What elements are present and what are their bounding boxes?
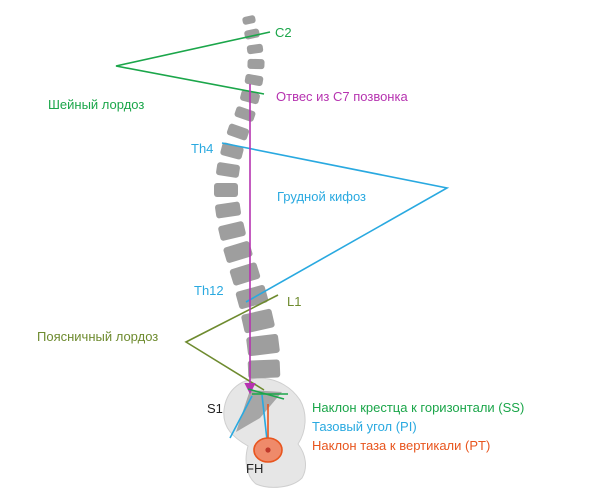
vertebra: [247, 359, 281, 379]
femoral-head-center: [265, 447, 271, 453]
c2-label: C2: [275, 25, 292, 40]
vertebra: [214, 183, 238, 197]
s1-label: S1: [207, 401, 223, 416]
lumbar-lordosis-lines: [184, 294, 279, 391]
pelvic-incidence-line-b: [229, 395, 253, 439]
vertebra: [242, 15, 256, 25]
vertebra: [247, 58, 265, 70]
sacrum-shape: [236, 390, 282, 432]
plumb-line-label: Отвес из С7 позвонка: [276, 89, 408, 104]
cervical-lordosis-label: Шейный лордоз: [48, 97, 145, 112]
pelvic-incidence-label: Тазовый угол (PI): [312, 419, 417, 434]
sacral-slope-endplate: [247, 388, 285, 400]
vertebra: [229, 262, 261, 286]
vertebra: [234, 106, 256, 122]
thoracic-kyphosis-lines: [221, 142, 450, 303]
cervical-lordosis-lines: [115, 31, 271, 95]
sacral-slope-label: Наклон крестца к горизонтали (SS): [312, 400, 525, 415]
thoracic-kyphosis-label: Грудной кифоз: [277, 189, 367, 204]
vertebra: [223, 241, 253, 263]
vertebra: [235, 285, 269, 309]
l1-label: L1: [287, 294, 302, 309]
vertebra: [215, 201, 241, 219]
vertebra: [246, 43, 264, 55]
vertebra: [218, 221, 246, 241]
vertebral-column: [214, 15, 281, 379]
th4-label: Th4: [191, 141, 214, 156]
vertebra: [244, 73, 264, 87]
vertebra: [226, 123, 250, 141]
vertebra: [216, 162, 240, 178]
vertebra: [246, 333, 280, 357]
lumbar-lordosis-label: Поясничный лордоз: [37, 329, 159, 344]
fh-label: FH: [246, 461, 264, 476]
pelvis-shape: [223, 377, 306, 488]
th12-label: Th12: [194, 283, 224, 298]
pelvic-tilt-label: Наклон таза к вертикали (PT): [312, 438, 491, 453]
